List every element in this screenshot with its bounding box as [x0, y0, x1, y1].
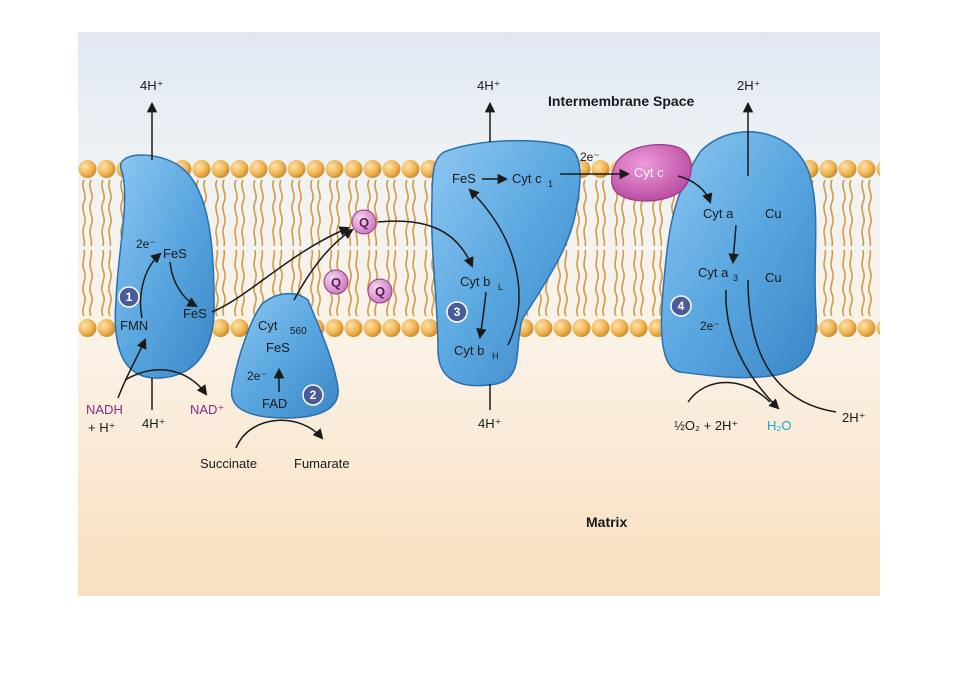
complex-3-cyt-c1-sub: 1 — [548, 179, 553, 189]
complex-1-fes-bottom: FeS — [183, 306, 207, 321]
arrow-succinate-fumarate — [235, 419, 324, 449]
label-nad: NAD⁺ — [190, 402, 224, 417]
complex-4-cyt-a: Cyt a — [703, 206, 734, 221]
cyt-c-2e: 2e⁻ — [580, 150, 600, 164]
complex-2-number-badge — [302, 384, 324, 406]
arrow-cytbl-to-cytbh — [476, 291, 487, 340]
arrow-q-to-cytbl — [377, 220, 474, 268]
cytochrome-c: Cyt c 2e⁻ — [580, 144, 692, 202]
complex-3-fes: FeS — [452, 171, 476, 186]
complex-3-cyt-c1: Cyt c — [512, 171, 542, 186]
complex-3: FeS Cyt c 1 Cyt b L Cyt b H 3 — [430, 139, 581, 387]
label-half-o2: ½O₂ + 2H⁺ — [674, 418, 738, 433]
arrow-cytbh-to-fes — [468, 188, 520, 346]
label-nadh: NADH — [86, 402, 123, 417]
arrows — [117, 101, 837, 449]
complex-3-cyt-bl-sub: L — [498, 282, 503, 292]
q-label-2: Q — [331, 275, 341, 290]
arrow-fes-to-fes — [169, 261, 198, 308]
q-label-3: Q — [375, 284, 385, 299]
label-fumarate: Fumarate — [294, 456, 350, 471]
arrow-nadh-to-fmn — [117, 338, 147, 399]
complex-3-cyt-bh: Cyt b — [454, 343, 484, 358]
complex-3-cyt-bh-sub: H — [492, 351, 499, 361]
complex-4-cyt-a3-sub: 3 — [733, 273, 738, 283]
arrow-o2-to-h2o — [687, 381, 771, 403]
label-h2o: H₂O — [767, 418, 792, 433]
arrow-fmn-to-fes — [139, 252, 162, 319]
complex-2: Cyt 560 FeS 2e⁻ FAD 2 — [230, 292, 339, 419]
complex-4-2e: 2e⁻ — [700, 319, 720, 333]
arrow-cyta-to-cyta3 — [728, 224, 739, 265]
complex-3-cyt-bl: Cyt b — [460, 274, 490, 289]
label-intermembrane-space: Intermembrane Space — [548, 93, 694, 109]
complex-4-cu-1: Cu — [765, 206, 782, 221]
ubiquinone-pool: Q Q Q — [323, 209, 393, 304]
complex-2-cyt: Cyt — [258, 318, 278, 333]
labels: Intermembrane Space Matrix 4H⁺ 4H⁺ 2H⁺ 4… — [86, 78, 865, 530]
complex-4-number: 4 — [678, 299, 685, 313]
complex-1-2e: 2e⁻ — [136, 237, 156, 251]
arrow-to-h2o — [725, 289, 780, 410]
label-h-right: 2H⁺ — [842, 410, 865, 425]
complex-4-cyt-a3: Cyt a — [698, 265, 729, 280]
label-h-top-4: 2H⁺ — [737, 78, 760, 93]
arrow-complex2-to-q — [293, 228, 354, 301]
q-molecule-2 — [323, 269, 349, 295]
label-h-top-1: 4H⁺ — [140, 78, 163, 93]
complex-1-number-badge — [118, 286, 140, 308]
arrow-fes-to-q — [211, 226, 350, 313]
cyt-c-label: Cyt c — [634, 165, 664, 180]
arrow-to-nad — [124, 369, 208, 396]
complex-2-number: 2 — [310, 388, 317, 402]
complex-3-number-badge — [446, 301, 468, 323]
q-molecule-3 — [367, 278, 393, 304]
label-h-bottom-3: 4H⁺ — [478, 416, 501, 431]
label-h-top-3: 4H⁺ — [477, 78, 500, 93]
complex-1-number: 1 — [126, 290, 133, 304]
complex-1: 1 2e⁻ FeS FeS FMN — [114, 154, 215, 379]
complex-1-fes-top: FeS — [163, 246, 187, 261]
q-label-1: Q — [359, 215, 369, 230]
label-plus-h: + H⁺ — [88, 420, 115, 435]
line-to-2h — [747, 279, 837, 413]
complex-2-fad: FAD — [262, 396, 287, 411]
complex-1-fmn: FMN — [120, 318, 148, 333]
complex-2-2e: 2e⁻ — [247, 369, 267, 383]
complex-4-cu-2: Cu — [765, 270, 782, 285]
label-h-bottom-1: 4H⁺ — [142, 416, 165, 431]
label-succinate: Succinate — [200, 456, 257, 471]
complex-4-number-badge — [670, 295, 692, 317]
q-molecule-1 — [351, 209, 377, 235]
label-matrix: Matrix — [586, 514, 627, 530]
complex-3-number: 3 — [454, 305, 461, 319]
complex-2-cyt-sub: 560 — [290, 326, 307, 337]
complex-2-fes: FeS — [266, 340, 290, 355]
arrow-cytc-to-cyta — [677, 175, 713, 204]
